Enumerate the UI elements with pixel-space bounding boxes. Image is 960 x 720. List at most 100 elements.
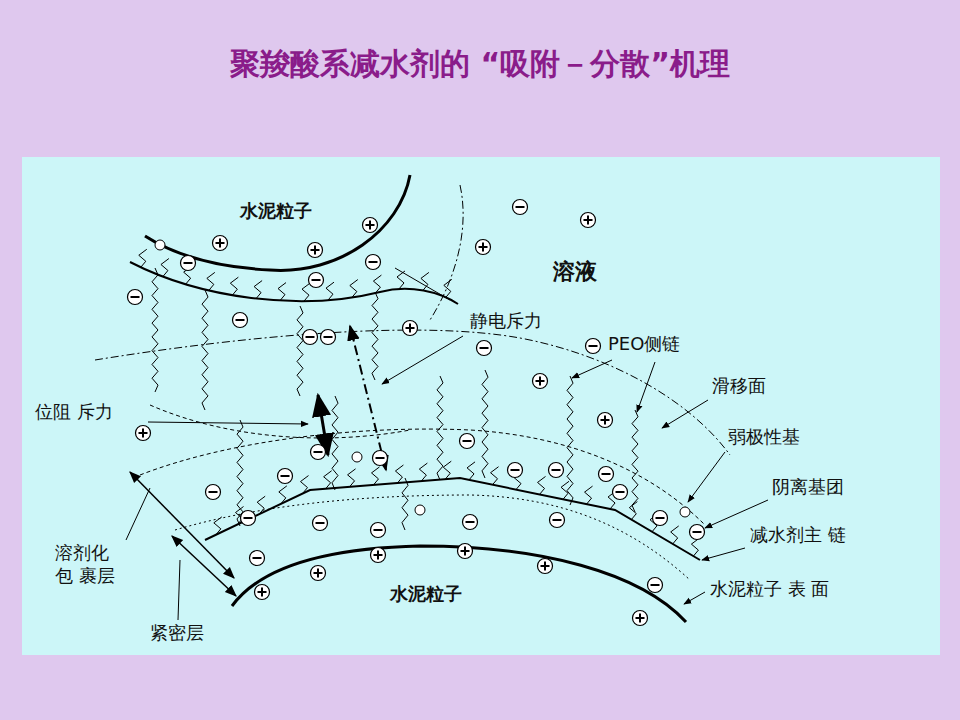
weak-polar-group [419,463,427,481]
dimension-arrow [130,472,234,578]
weak-polar-group [302,283,310,301]
weak-polar-group [279,486,287,504]
negative-charge [371,523,386,538]
main-chain [205,478,700,560]
negative-charge [311,445,326,460]
slip-plane [430,185,463,320]
dimension-arrow [172,536,236,596]
peo-side-chain [632,410,638,512]
region-name: 溶液 [553,258,597,286]
negative-charge [460,434,475,449]
leader-line [688,452,725,502]
particle-name: 水泥粒子 [390,583,462,606]
tight-layer-boundary [175,495,690,580]
part-name: 水泥粒子 表 面 [710,578,829,601]
weak-polar-group [671,526,679,544]
weak-polar-group [561,481,569,499]
negative-charge [313,516,328,531]
positive-charge [255,585,270,600]
side-chain [395,268,450,300]
leader-line [684,592,705,604]
leader-line [702,548,745,560]
weak-polar-group [395,465,403,483]
negative-charge [373,451,388,466]
negative-charge [206,485,221,500]
force-name: 位阻 斥力 [35,401,113,424]
weak-polar-group [257,496,265,514]
weak-polar-group [629,502,637,520]
positive-charge [213,236,228,251]
weak-polar-group [301,476,309,494]
weak-polar-group [350,280,358,298]
peo-side-chain [297,306,303,396]
weak-polar-group [254,281,262,299]
negative-charge [477,341,492,356]
negative-charge [241,511,256,526]
negative-charge [513,200,528,215]
peo-side-chain [152,268,158,392]
weak-polar-group [155,240,165,250]
negative-charge [550,513,565,528]
leader-line [382,336,463,384]
weak-polar-group [324,471,332,489]
peo-side-chain [202,290,208,410]
weak-polar-group [585,486,593,504]
leader-line [148,422,308,424]
negative-charge [599,467,614,482]
negative-charge [250,551,265,566]
layer-name: 溶剂化 包 裹层 [55,542,127,587]
layer-name: 紧密层 [150,622,204,645]
positive-charge [458,544,473,559]
weak-polar-group [415,505,425,515]
positive-charge [598,413,613,428]
negative-charge [549,463,564,478]
negative-charge [586,339,601,354]
positive-charge [633,611,648,626]
negative-charge [128,290,143,305]
leader-line [637,362,655,412]
weak-polar-group [691,538,699,556]
weak-polar-group [397,271,405,289]
positive-charge [311,566,326,581]
positive-charge [533,374,548,389]
negative-charge [303,330,318,345]
cement-particle-surface [145,175,410,270]
title: 聚羧酸系减水剂的 “吸附－分散”机理 [0,44,960,85]
peo-side-chain [482,370,488,478]
positive-charge [363,218,378,233]
negative-charge [653,511,668,526]
solvation-boundary [140,429,705,525]
repulsion-arrow [350,326,386,470]
weak-polar-group [348,469,356,487]
force-name: 静电斥力 [470,310,542,333]
negative-charge [648,578,663,593]
leader-line [705,500,768,528]
negative-charge [278,469,293,484]
weak-polar-group [421,272,429,290]
weak-polar-group [352,452,362,462]
positive-charge [581,213,596,228]
cement-particle-surface [232,546,686,622]
weak-polar-group [680,507,690,517]
weak-polar-group [326,282,334,300]
part-name: 弱极性基 [728,426,800,449]
weak-polar-group [491,467,499,485]
negative-charge [181,256,196,271]
positive-charge [371,548,386,563]
panel [22,157,940,655]
leader-line [662,400,708,428]
peo-side-chain [402,478,408,530]
peo-side-chain [567,376,573,505]
positive-charge [538,559,553,574]
negative-charge [690,525,705,540]
leader-line [572,360,612,378]
particle-name: 水泥粒子 [240,200,312,223]
negative-charge [463,515,478,530]
part-name: 滑移面 [712,375,766,398]
weak-polar-group [207,272,215,290]
weak-polar-group [538,476,546,494]
negative-charge [366,255,381,270]
negative-charge [233,313,248,328]
weak-polar-group [278,283,286,301]
